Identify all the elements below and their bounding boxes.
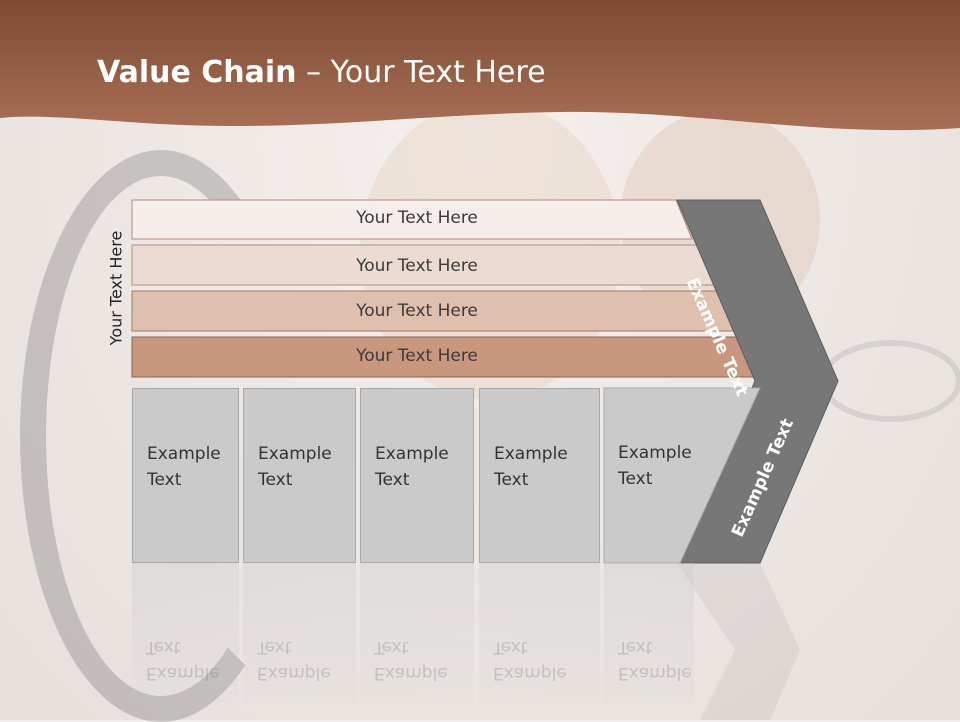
box-2-line1: Example xyxy=(258,444,332,464)
box-3-line2: Text xyxy=(375,470,410,490)
row-label-1: Your Text Here xyxy=(356,208,478,228)
box-1-line2: Text xyxy=(147,470,182,490)
row-label-2: Your Text Here xyxy=(356,256,478,276)
row-label-3: Your Text Here xyxy=(356,301,478,321)
box-4-line1: Example xyxy=(494,444,568,464)
row-bar-1 xyxy=(131,199,693,240)
box-4-line2: Text xyxy=(494,470,529,490)
box-3-line1: Example xyxy=(375,444,449,464)
box-1-line1: Example xyxy=(147,444,221,464)
row-label-4: Your Text Here xyxy=(356,346,478,366)
page-title: Value Chain – Your Text Here xyxy=(97,55,546,90)
box-5-shape xyxy=(603,387,761,564)
box-2-line2: Text xyxy=(258,470,293,490)
box-5-line2: Text xyxy=(618,469,653,489)
chevron-reflection xyxy=(677,563,800,720)
title-band xyxy=(0,0,960,131)
box-5-line1: Example xyxy=(618,443,692,463)
